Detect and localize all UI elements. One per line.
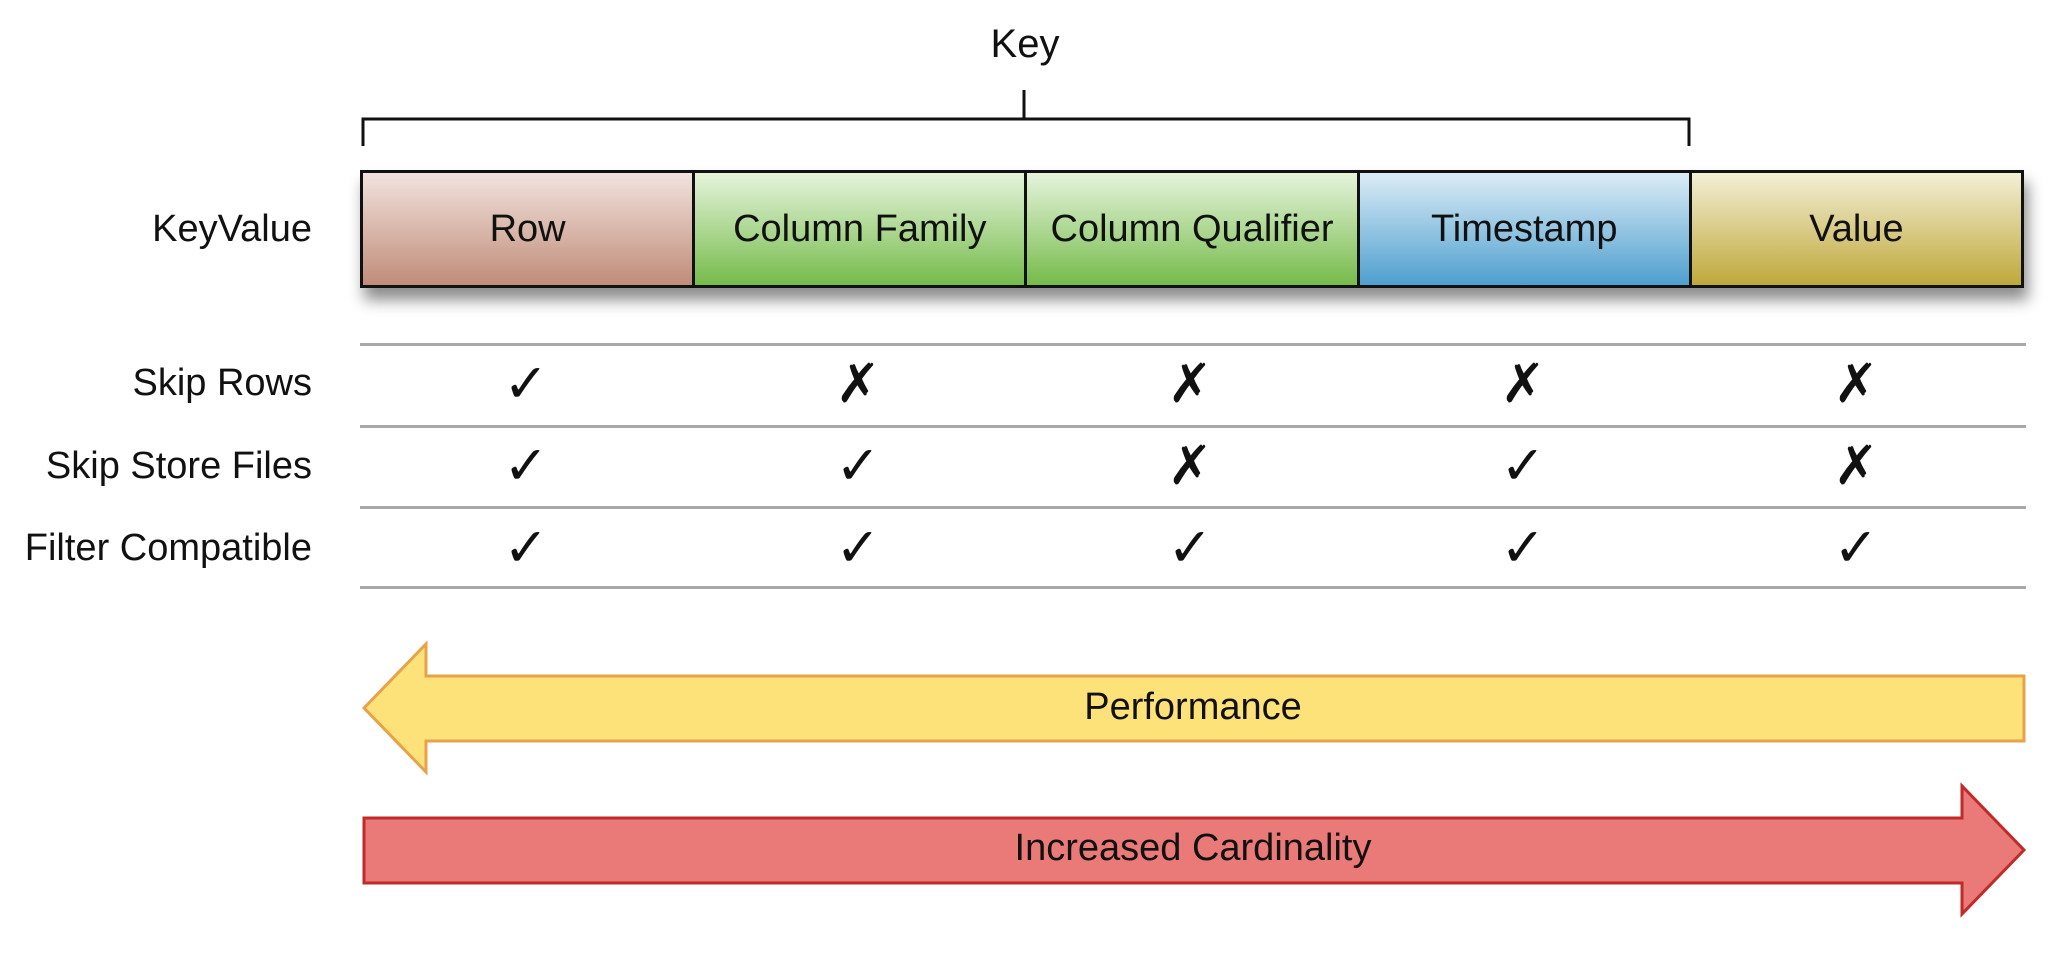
mark-skip-store-files-column-family: ✓ [835, 434, 881, 497]
kv-part-row: Row [363, 173, 693, 285]
kv-part-column-qualifier: Column Qualifier [1024, 173, 1357, 285]
mark-filter-compatible-value: ✓ [1833, 516, 1879, 579]
mark-skip-rows-timestamp: ✗ [1500, 352, 1546, 415]
performance-arrow [361, 640, 2026, 776]
mark-skip-rows-row: ✓ [503, 352, 549, 415]
mark-filter-compatible-timestamp: ✓ [1500, 516, 1546, 579]
cardinality-label: Increased Cardinality [1014, 827, 1372, 869]
grid-line-3 [360, 506, 2026, 509]
mark-filter-compatible-row: ✓ [503, 516, 549, 579]
performance-label: Performance [1084, 686, 1302, 728]
grid-line-2 [360, 425, 2026, 428]
mark-filter-compatible-column-family: ✓ [835, 516, 881, 579]
keyvalue-bar: Row Column Family Column Qualifier Times… [360, 170, 2024, 288]
mark-skip-rows-column-qualifier: ✗ [1167, 352, 1213, 415]
mark-skip-store-files-timestamp: ✓ [1500, 434, 1546, 497]
kv-part-column-family: Column Family [692, 173, 1025, 285]
kv-part-value: Value [1688, 173, 2022, 285]
mark-skip-rows-value: ✗ [1833, 352, 1879, 415]
key-bracket [361, 90, 1691, 146]
mark-skip-store-files-column-qualifier: ✗ [1167, 434, 1213, 497]
mark-filter-compatible-column-qualifier: ✓ [1167, 516, 1213, 579]
keyvalue-label: KeyValue [152, 208, 312, 250]
skip-rows-label: Skip Rows [132, 362, 313, 404]
filter-compatible-label: Filter Compatible [24, 527, 312, 569]
mark-skip-rows-column-family: ✗ [835, 352, 881, 415]
kv-part-timestamp: Timestamp [1356, 173, 1689, 285]
grid-line-1 [360, 343, 2026, 346]
mark-skip-store-files-value: ✗ [1833, 434, 1879, 497]
mark-skip-store-files-row: ✓ [503, 434, 549, 497]
grid-line-4 [360, 586, 2026, 589]
key-label: Key [990, 22, 1060, 66]
skip-store-files-label: Skip Store Files [45, 445, 312, 487]
cardinality-arrow [362, 782, 2027, 918]
